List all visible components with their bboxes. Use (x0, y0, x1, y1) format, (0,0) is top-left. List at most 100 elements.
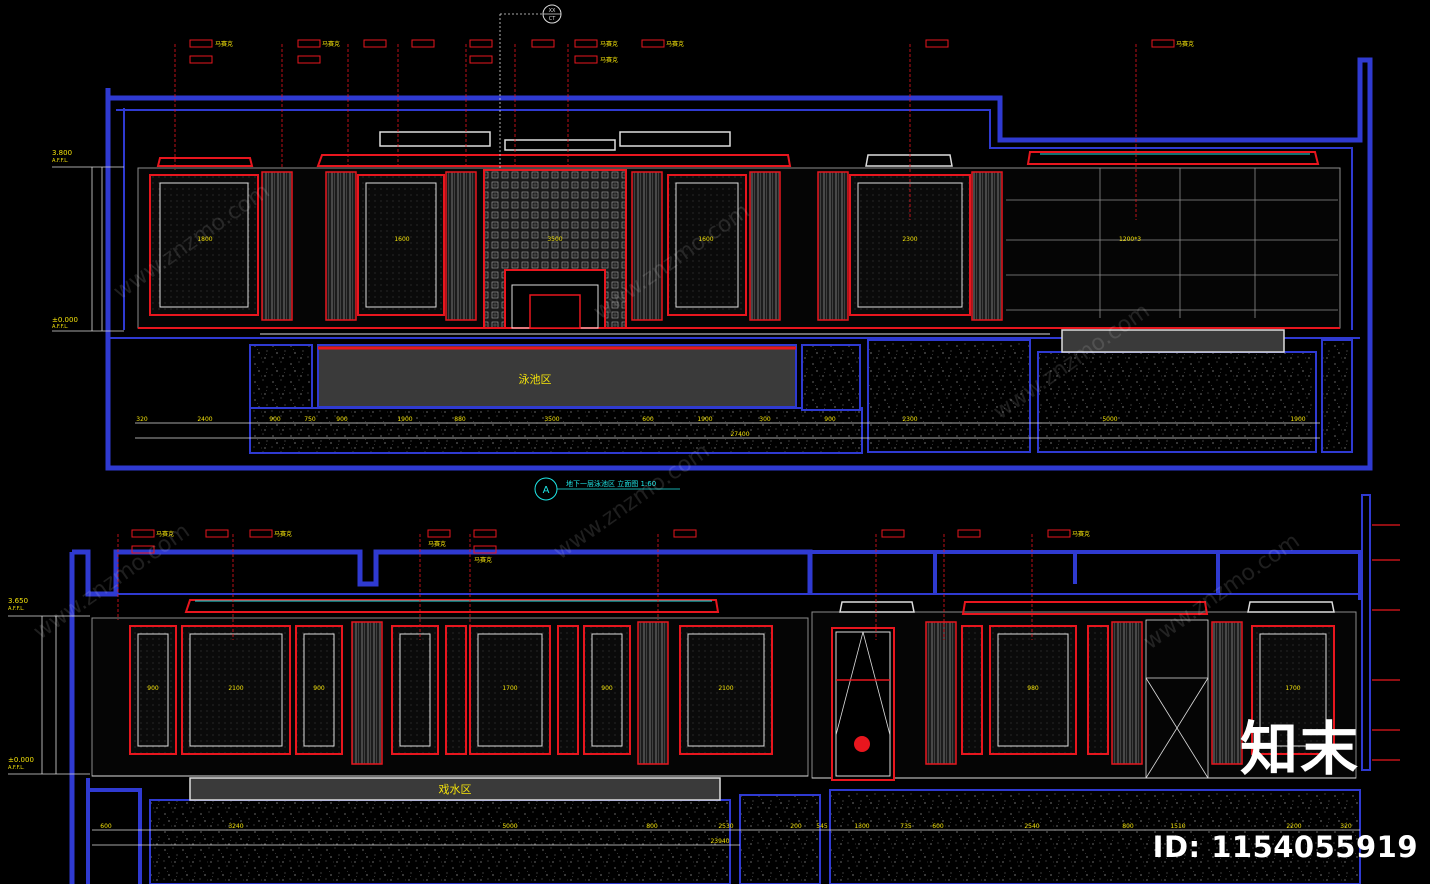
callout-text: 马赛克 (322, 40, 340, 48)
svg-text:600: 600 (932, 823, 944, 830)
svg-text:3500: 3500 (544, 416, 559, 423)
svg-text:800: 800 (646, 823, 658, 830)
column (631, 171, 663, 321)
svg-text:A.F.F.L.: A.F.F.L. (52, 324, 69, 330)
svg-text:A.F.F.L.: A.F.F.L. (52, 158, 69, 164)
svg-text:A: A (543, 485, 550, 496)
bottom-level-markers: 3.650 A.F.F.L. ±0.000 A.F.F.L. (8, 597, 90, 775)
svg-text:1600: 1600 (698, 236, 713, 243)
svg-text:地下一层泳池区 立面图 1:60: 地下一层泳池区 立面图 1:60 (566, 479, 656, 488)
column (971, 171, 1003, 321)
panel (989, 625, 1077, 755)
splash-pool (189, 777, 721, 801)
image-id-label: ID: 1154055919 (1152, 830, 1418, 864)
pool-zone-label: 泳池区 (519, 372, 552, 386)
callout-text: 马赛克 (474, 556, 492, 564)
svg-text:5000: 5000 (1102, 416, 1117, 423)
svg-text:2400: 2400 (197, 416, 212, 423)
svg-text:3240: 3240 (228, 823, 243, 830)
top-dimension-lines (135, 422, 1320, 439)
column (351, 621, 383, 765)
svg-text:2300: 2300 (902, 416, 917, 423)
svg-text:A.F.F.L.: A.F.F.L. (8, 606, 25, 612)
svg-text:900: 900 (336, 416, 348, 423)
top-ground-hatch-mid (249, 407, 863, 454)
svg-text:750: 750 (304, 416, 316, 423)
svg-text:880: 880 (454, 416, 466, 423)
svg-text:XX: XX (549, 8, 556, 14)
bottom-elevation: 戏水区 (8, 494, 1400, 884)
callout-text: 马赛克 (600, 40, 618, 48)
svg-text:1900: 1900 (397, 416, 412, 423)
top-level-markers: 3.800 A.F.F.L. ±0.000 A.F.F.L. (52, 149, 124, 332)
svg-text:±0.000: ±0.000 (8, 756, 34, 764)
column (325, 171, 357, 321)
svg-text:320: 320 (1340, 823, 1352, 830)
svg-text:800: 800 (1122, 823, 1134, 830)
svg-text:1900: 1900 (697, 416, 712, 423)
callout-text: 马赛克 (215, 40, 233, 48)
svg-text:3.800: 3.800 (52, 149, 72, 157)
svg-text:2540: 2540 (1024, 823, 1039, 830)
svg-text:300: 300 (759, 416, 771, 423)
panel (1087, 625, 1109, 755)
panel (679, 625, 773, 755)
svg-text:980: 980 (1027, 685, 1039, 692)
bottom-ground-hatch (149, 799, 731, 884)
callout-text: 马赛克 (274, 530, 292, 538)
callout-text: 马赛克 (428, 540, 446, 548)
column (1211, 621, 1243, 765)
column (445, 171, 477, 321)
svg-text:2200: 2200 (1286, 823, 1301, 830)
svg-text:545: 545 (816, 823, 828, 830)
callout-text: 马赛克 (1176, 40, 1194, 48)
panel (149, 174, 259, 316)
panel (445, 625, 467, 755)
svg-text:200: 200 (790, 823, 802, 830)
panel (1251, 625, 1335, 755)
column (925, 621, 957, 765)
panel (181, 625, 291, 755)
panel (469, 625, 551, 755)
svg-text:23940: 23940 (710, 838, 729, 845)
panel (557, 625, 579, 755)
panel (849, 174, 971, 316)
panel (961, 625, 983, 755)
drawing-title: A 地下一层泳池区 立面图 1:60 (534, 477, 680, 501)
svg-text:1800: 1800 (197, 236, 212, 243)
top-structure-outline (105, 57, 1373, 471)
svg-text:1700: 1700 (502, 685, 517, 692)
panel (357, 174, 445, 316)
top-columns (261, 171, 1003, 321)
top-callout-leaders (174, 44, 1137, 220)
door-medallion (854, 736, 870, 752)
svg-text:900: 900 (313, 685, 325, 692)
callout-text: 马赛克 (600, 56, 618, 64)
svg-text:www.znzmo.com: www.znzmo.com (549, 439, 714, 565)
svg-text:1600: 1600 (394, 236, 409, 243)
svg-text:320: 320 (136, 416, 148, 423)
right-tile-grid (1006, 168, 1338, 318)
top-panels (149, 174, 971, 316)
top-elevation: 泳池区 (52, 4, 1373, 471)
svg-text:27400: 27400 (730, 431, 749, 438)
splash-zone-label: 戏水区 (439, 783, 472, 796)
bottom-structure-outline (69, 549, 813, 884)
svg-text:600: 600 (642, 416, 654, 423)
svg-text:CT: CT (549, 16, 556, 22)
column (1111, 621, 1143, 765)
panel (391, 625, 439, 755)
panel (667, 174, 747, 316)
callout-text: 马赛克 (666, 40, 684, 48)
svg-text:1900: 1900 (1290, 416, 1305, 423)
svg-text:735: 735 (900, 823, 912, 830)
svg-text:1510: 1510 (1170, 823, 1185, 830)
column (749, 171, 781, 321)
svg-text:1200*3: 1200*3 (1119, 236, 1141, 243)
column (637, 621, 669, 765)
svg-text:900: 900 (824, 416, 836, 423)
svg-text:1300: 1300 (854, 823, 869, 830)
svg-text:900: 900 (601, 685, 613, 692)
top-callout-tags (189, 39, 1175, 64)
